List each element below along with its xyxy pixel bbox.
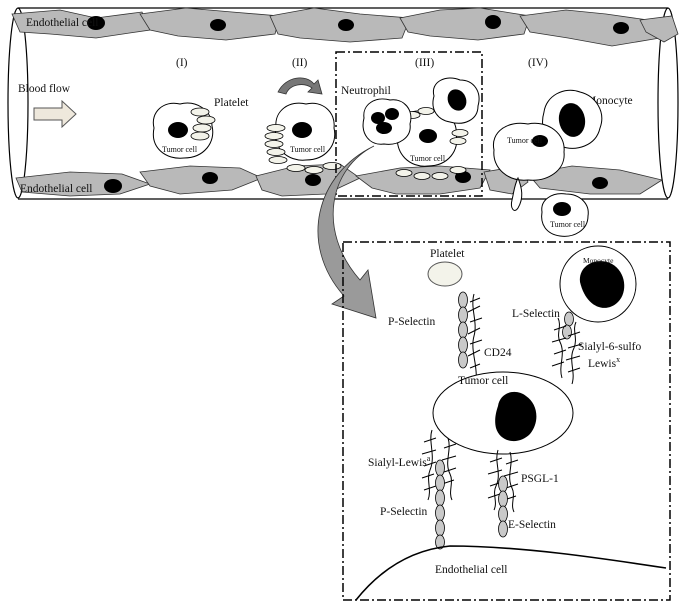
stage-1-tumor-cell: Tumor cell <box>152 102 216 159</box>
label-tumor-cell-5: Tumor cell <box>550 220 586 229</box>
l-selectin-chain <box>562 311 574 340</box>
stage-3-box <box>335 51 483 197</box>
label-detail-platelet: Platelet <box>430 248 465 260</box>
blood-flow-arrow <box>33 99 77 129</box>
label-tumor-cell-2: Tumor cell <box>290 145 326 154</box>
label-detail-tumor-cell: Tumor cell <box>458 375 508 387</box>
label-sialyl-6-sulfo-2: Lewisx <box>588 355 620 370</box>
label-blood-flow: Blood flow <box>18 83 71 95</box>
label-l-selectin: L-Selectin <box>512 308 560 320</box>
detail-platelet <box>427 261 463 287</box>
neutrophil-1 <box>362 98 412 145</box>
sialyl-6-sulfo-glycan <box>551 317 583 385</box>
p-selectin-top-chain <box>458 291 468 369</box>
stage-4-tumor-cell: Tumor cell <box>492 122 565 211</box>
label-p-selectin-top: P-Selectin <box>388 316 436 328</box>
e-selectin-chain <box>498 475 508 538</box>
label-tumor-cell-3: Tumor cell <box>410 154 446 163</box>
label-tumor-cell-4: Tumor cell <box>507 136 543 145</box>
psgl1-glycan <box>487 449 519 513</box>
stage-3-tumor-cell: Tumor cell <box>395 107 469 180</box>
label-detail-monocyte: Monocyte <box>583 256 614 265</box>
label-stage-2: (II) <box>292 57 307 69</box>
label-platelet-vessel: Platelet <box>214 97 249 109</box>
curved-arrow-icon <box>277 77 323 95</box>
label-stage-4: (IV) <box>528 57 548 69</box>
label-endothelial-top: Endothelial cell <box>26 17 99 29</box>
zoom-arrow-icon <box>317 145 377 319</box>
label-psgl1: PSGL-1 <box>521 473 559 485</box>
stage-2-tumor-cell: Tumor cell <box>264 102 342 174</box>
label-stage-1: (I) <box>176 57 188 69</box>
label-stage-3: (III) <box>415 57 434 69</box>
stage-4-extravasated-tumor-cell: Tumor cell <box>541 193 589 237</box>
label-endothelial-bottom: Endothelial cell <box>20 183 93 195</box>
detail-panel <box>342 241 671 601</box>
label-sialyl-lewis: Sialyl-Lewisa <box>368 454 431 469</box>
label-sialyl-6-sulfo-1: Sialyl-6-sulfo <box>578 341 641 353</box>
label-p-selectin-bottom: P-Selectin <box>380 506 428 518</box>
detail-monocyte: Monocyte <box>559 245 637 323</box>
label-neutrophil: Neutrophil <box>341 85 391 97</box>
neutrophil-2 <box>432 77 480 124</box>
detail-tumor-cell <box>432 371 574 455</box>
label-detail-endothelial: Endothelial cell <box>435 564 508 576</box>
p-selectin-bottom-chain <box>435 459 445 550</box>
detail-endothelial-surface <box>355 545 667 601</box>
label-e-selectin: E-Selectin <box>508 519 556 531</box>
label-tumor-cell-1: Tumor cell <box>162 145 198 154</box>
endothelium-top <box>11 7 679 47</box>
sialyl-lewis-a-glycan <box>421 429 457 501</box>
cd24-glycan <box>467 293 483 381</box>
label-cd24: CD24 <box>484 347 512 359</box>
